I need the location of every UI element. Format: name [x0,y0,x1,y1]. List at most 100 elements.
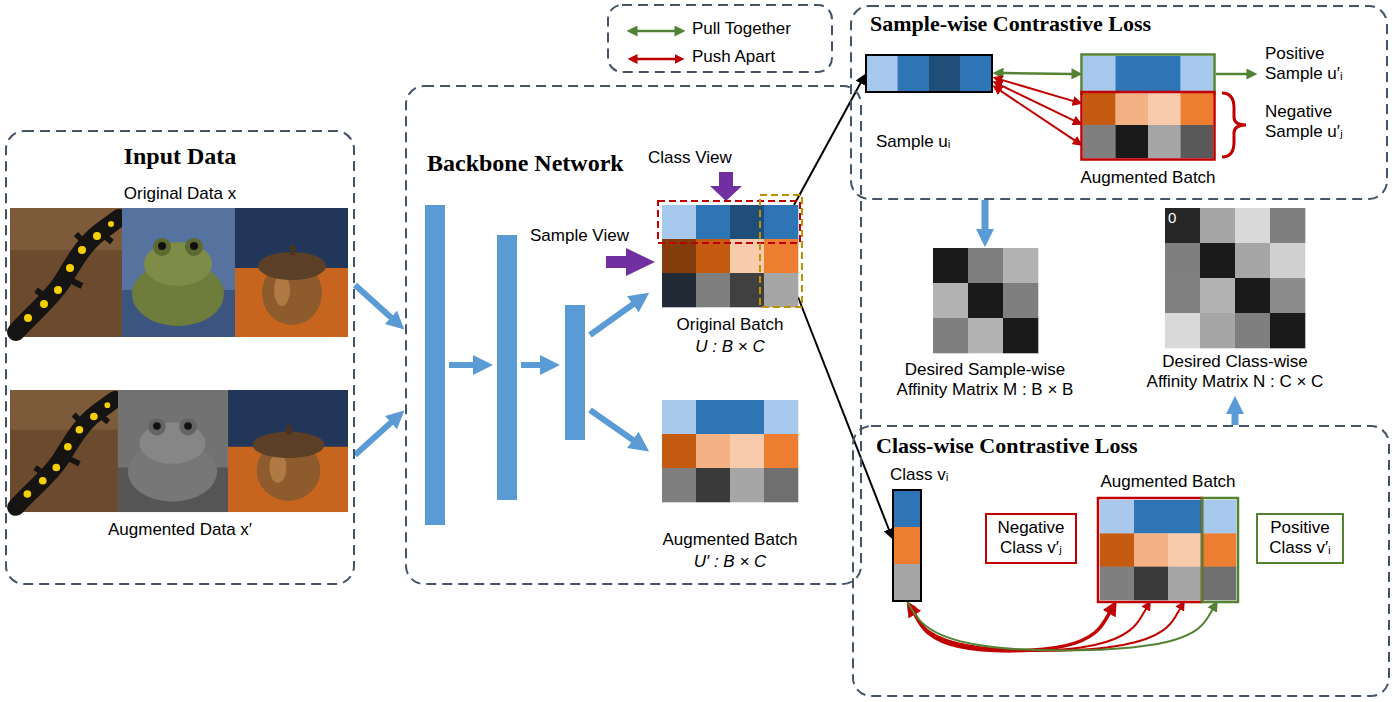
matrix-cell [1100,533,1134,567]
matrix-cell [1270,243,1305,278]
panel-title: Sample-wise Contrastive Loss [870,11,1151,37]
dashed-frame [851,6,1387,199]
matrix-dimension: U′ : B × C [694,552,767,572]
matrix-cell [730,434,764,468]
legend-line-sample [626,24,686,38]
salamander-spot [78,246,86,254]
salamander-spot [24,314,32,322]
matrix-caption: Augmented Batch [662,530,797,550]
salamander-legs [36,232,112,300]
matrix-cell [1100,567,1134,601]
cell-value: 0 [1168,209,1176,227]
matrix-cell [662,400,696,434]
legend-line-sample [626,52,686,66]
matrix-cells [1165,208,1305,348]
matrix-cell [968,283,1003,318]
matrix-cell [1235,278,1270,313]
label-box: Negative Class v′ⱼ [985,513,1077,564]
matrix-cell [696,239,730,273]
matrix-cell [1200,313,1235,348]
acorn-photo [235,208,348,337]
matrix-caption: Desired Sample-wise Affinity Matrix M : … [883,360,1088,401]
feature-matrix: Augmented Batch [1100,500,1236,600]
matrix-cell [1270,278,1305,313]
image-caption: Original Data x [124,184,236,204]
matrix-cell [1181,92,1214,125]
connector-arrow [912,609,1180,651]
matrix-cell [730,400,764,434]
matrix-cell [1165,313,1200,348]
positive-row: Positive Sample u′ᵢ [1083,56,1213,92]
matrix-cell [1003,283,1038,318]
matrix-cell [1003,248,1038,283]
negative-rows: Negative Sample u′ⱼ [1083,92,1213,158]
frog-photo [122,208,235,337]
affinity-matrix: Desired Sample-wise Affinity Matrix M : … [880,248,1090,403]
salamander-photo [10,208,122,337]
connector-arrow [1003,72,1072,75]
connector-arrow [355,285,392,318]
salamander-spot [40,300,48,308]
vector-border [893,490,921,601]
matrix-cell [1181,56,1214,92]
matrix-cell [1083,125,1116,158]
matrix-cell [764,239,798,273]
view-arrow [710,172,742,201]
matrix-cell [1235,313,1270,348]
feature-matrix: Original BatchU : B × C [662,205,798,355]
matrix-cells [662,205,798,307]
legend-arrow [637,58,675,61]
matrix-cell [696,273,730,307]
highlight-frame [1082,92,1215,160]
salamander-spot [93,232,101,240]
salamander-spot [108,221,114,227]
frog-photo-grayscale [118,390,228,512]
leader-arrow [1216,73,1247,76]
matrix-cell [1181,125,1214,158]
matrix-cell [662,468,696,502]
matrix-cell [1165,243,1200,278]
salamander-photo-augmented [10,390,118,512]
connector-arrow [914,613,1109,651]
flow-arrow [590,410,634,441]
salamander-body [16,218,119,332]
connector-group [355,73,1235,651]
matrix-cell [898,55,930,92]
matrix-cell [1202,533,1236,567]
matrix-cell [1100,500,1134,534]
matrix-cell [764,273,798,307]
legend-text: Pull Together [692,19,791,39]
matrix-cell [662,434,696,468]
legend-entry: Push Apart [608,47,832,71]
flow-arrow [449,362,474,368]
matrix-cell [1270,313,1305,348]
matrix-cell [933,318,968,353]
matrix-cell [1235,243,1270,278]
sample-label: Negative Sample u′ⱼ [1265,102,1360,143]
matrix-cell [764,468,798,502]
frog-pupil [158,242,166,250]
image-caption: Augmented Data x′ [108,520,252,540]
connector-arrow [1000,91,1074,141]
matrix-cell [1134,500,1168,534]
salamander-spot [66,264,74,272]
matrix-cell [730,468,764,502]
matrix-cell [662,205,696,239]
loss-panel: Class-wise Contrastive LossClass vᵢNegat… [852,425,1390,697]
matrix-cell [1270,208,1305,243]
vector-label: Class vᵢ [890,465,948,485]
matrix-cells [1083,56,1213,92]
view-label: Sample View [530,226,629,246]
matrix-cell [1165,208,1200,243]
matrix-cell [696,400,730,434]
matrix-cells [1083,92,1213,158]
matrix-dimension: U : B × C [695,337,764,357]
network-layer-bar [497,235,517,500]
backbone-panel: Backbone NetworkOriginal BatchU : B × CA… [405,85,862,585]
panel-title: Input Data [124,142,237,171]
matrix-cells [1100,500,1236,600]
matrix-cell [1003,318,1038,353]
input-panel: Input DataOriginal Data x Augmented Data … [5,130,355,585]
